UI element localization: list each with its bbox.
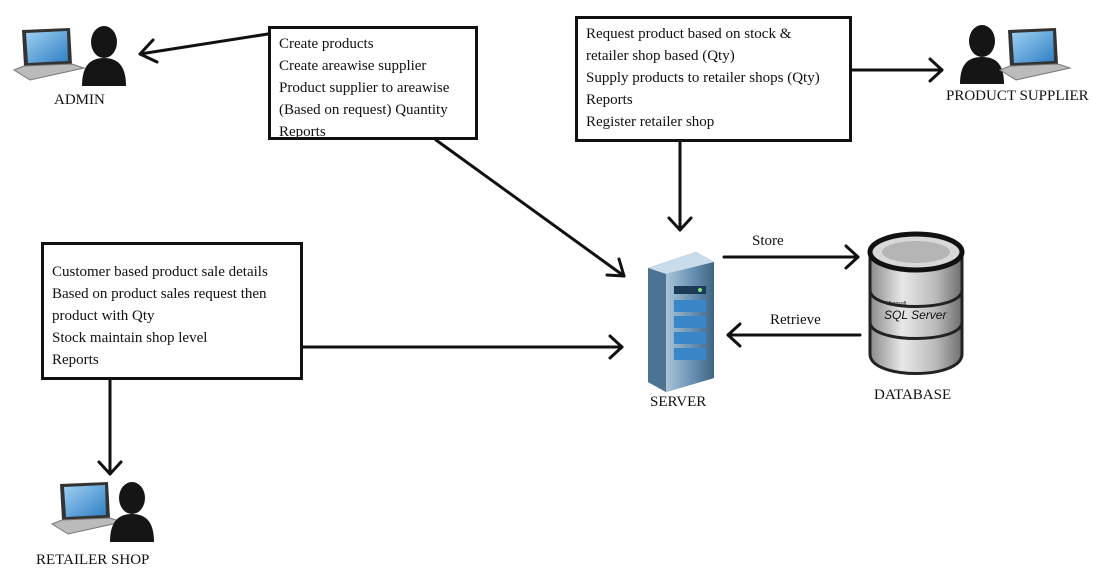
retailer-task-item: Customer based product sale details — [52, 264, 268, 280]
arrow-admin-box-to-admin — [138, 32, 270, 64]
retailer-task-item: Stock maintain shop level — [52, 330, 208, 346]
supplier-person-icon — [960, 25, 1004, 84]
supplier-task-item: Supply products to retailer shops (Qty) — [586, 70, 820, 86]
retailer-task-item: product with Qty — [52, 308, 155, 324]
admin-laptop-icon — [12, 28, 86, 81]
product-supplier-label: PRODUCT SUPPLIER — [946, 88, 1089, 104]
sql-server-logo-small: Microsoft — [886, 301, 907, 307]
server-icon — [648, 252, 714, 392]
supplier-task-item: Request product based on stock & — [586, 26, 792, 42]
retailer-laptop-icon — [50, 482, 124, 535]
server-label: SERVER — [650, 394, 707, 410]
retailer-shop-label: RETAILER SHOP — [36, 552, 150, 568]
arrow-supplier-box-to-supplier — [850, 57, 944, 83]
arrow-retailer-box-to-server — [301, 334, 624, 360]
admin-task-item: Create products — [279, 36, 374, 52]
store-edge-label: Store — [752, 233, 784, 249]
retailer-person-icon — [110, 482, 154, 542]
supplier-task-item: Reports — [586, 92, 633, 108]
admin-task-item: Reports — [279, 124, 326, 140]
arrow-server-to-database-store — [722, 244, 860, 270]
retailer-task-item: Reports — [52, 352, 99, 368]
arrow-supplier-box-to-server — [667, 140, 693, 232]
arrow-retailer-box-to-retailer — [97, 378, 123, 476]
supplier-task-item: retailer shop based (Qty) — [586, 48, 735, 64]
admin-tasks-box: Create products Create areawise supplier… — [268, 26, 478, 140]
admin-label: ADMIN — [54, 92, 105, 108]
arrow-database-to-server-retrieve — [726, 322, 862, 348]
database-label: DATABASE — [874, 387, 952, 403]
retrieve-edge-label: Retrieve — [770, 312, 821, 328]
retailer-task-item: Based on product sales request then — [52, 286, 267, 302]
sql-server-logo: SQL Server — [884, 308, 947, 322]
arrow-admin-box-to-server — [434, 138, 626, 278]
admin-person-icon — [82, 26, 126, 86]
supplier-laptop-icon — [998, 28, 1072, 81]
database-icon: Microsoft SQL Server — [867, 231, 965, 375]
admin-task-item: (Based on request) Quantity — [279, 102, 448, 118]
retailer-tasks-box: Customer based product sale details Base… — [41, 242, 303, 380]
supplier-tasks-box: Request product based on stock & retaile… — [575, 16, 852, 142]
admin-task-item: Product supplier to areawise — [279, 80, 450, 96]
supplier-task-item: Register retailer shop — [586, 114, 715, 130]
admin-task-item: Create areawise supplier — [279, 58, 427, 74]
